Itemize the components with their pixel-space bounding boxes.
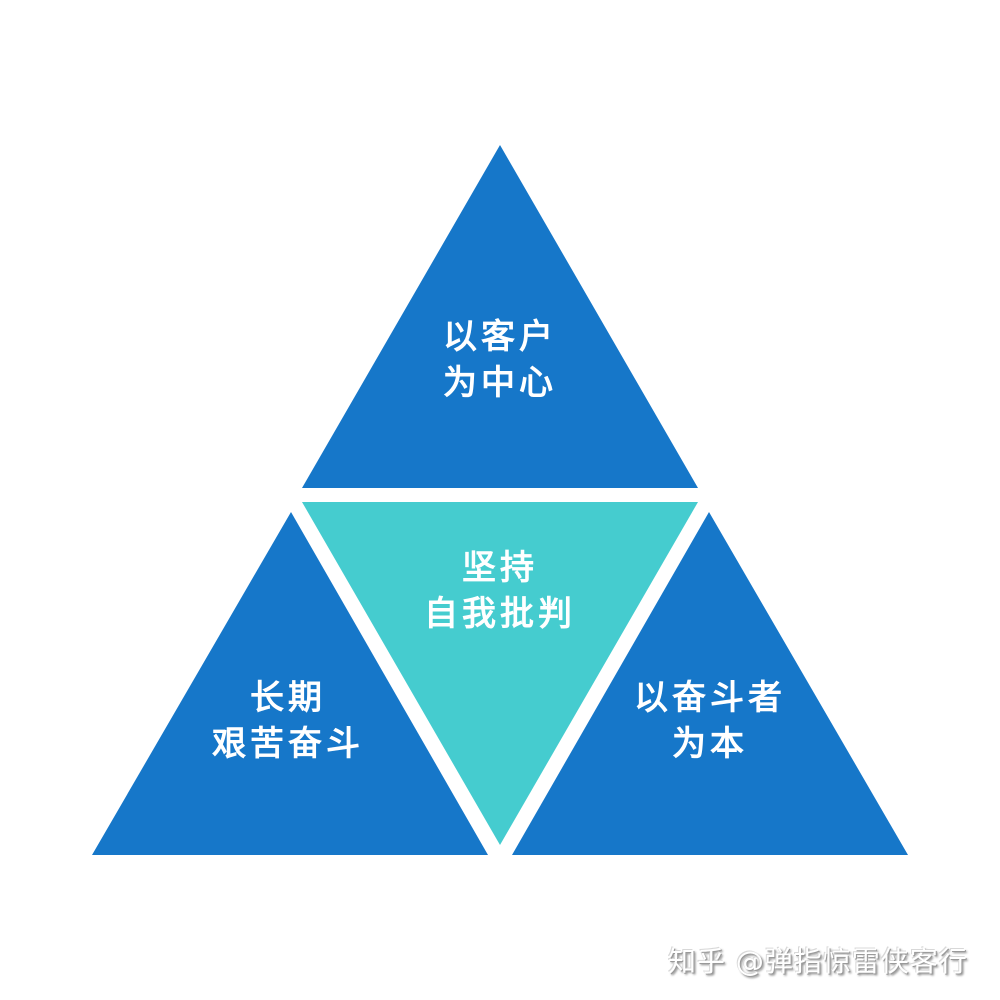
center-label-line-1: 坚持 (462, 548, 538, 588)
top-triangle-label: 以客户 为中心 (443, 314, 557, 406)
right-label-line-1: 以奋斗者 (634, 678, 786, 718)
center-triangle-label: 坚持 自我批判 (424, 545, 576, 637)
right-triangle-label: 以奋斗者 为本 (634, 675, 786, 767)
right-triangle (512, 512, 908, 855)
top-triangle (302, 145, 698, 488)
right-label-line-2: 为本 (672, 724, 748, 764)
left-label-line-2: 艰苦奋斗 (212, 724, 364, 764)
top-label-line-2: 为中心 (443, 363, 557, 403)
left-triangle (92, 512, 488, 855)
watermark: 知乎 @弹指惊雷侠客行 (668, 945, 968, 978)
top-label-line-1: 以客户 (443, 317, 557, 357)
center-triangle (302, 502, 698, 845)
center-label-line-2: 自我批判 (424, 594, 576, 634)
left-triangle-label: 长期 艰苦奋斗 (212, 675, 364, 767)
left-label-line-1: 长期 (250, 678, 326, 718)
